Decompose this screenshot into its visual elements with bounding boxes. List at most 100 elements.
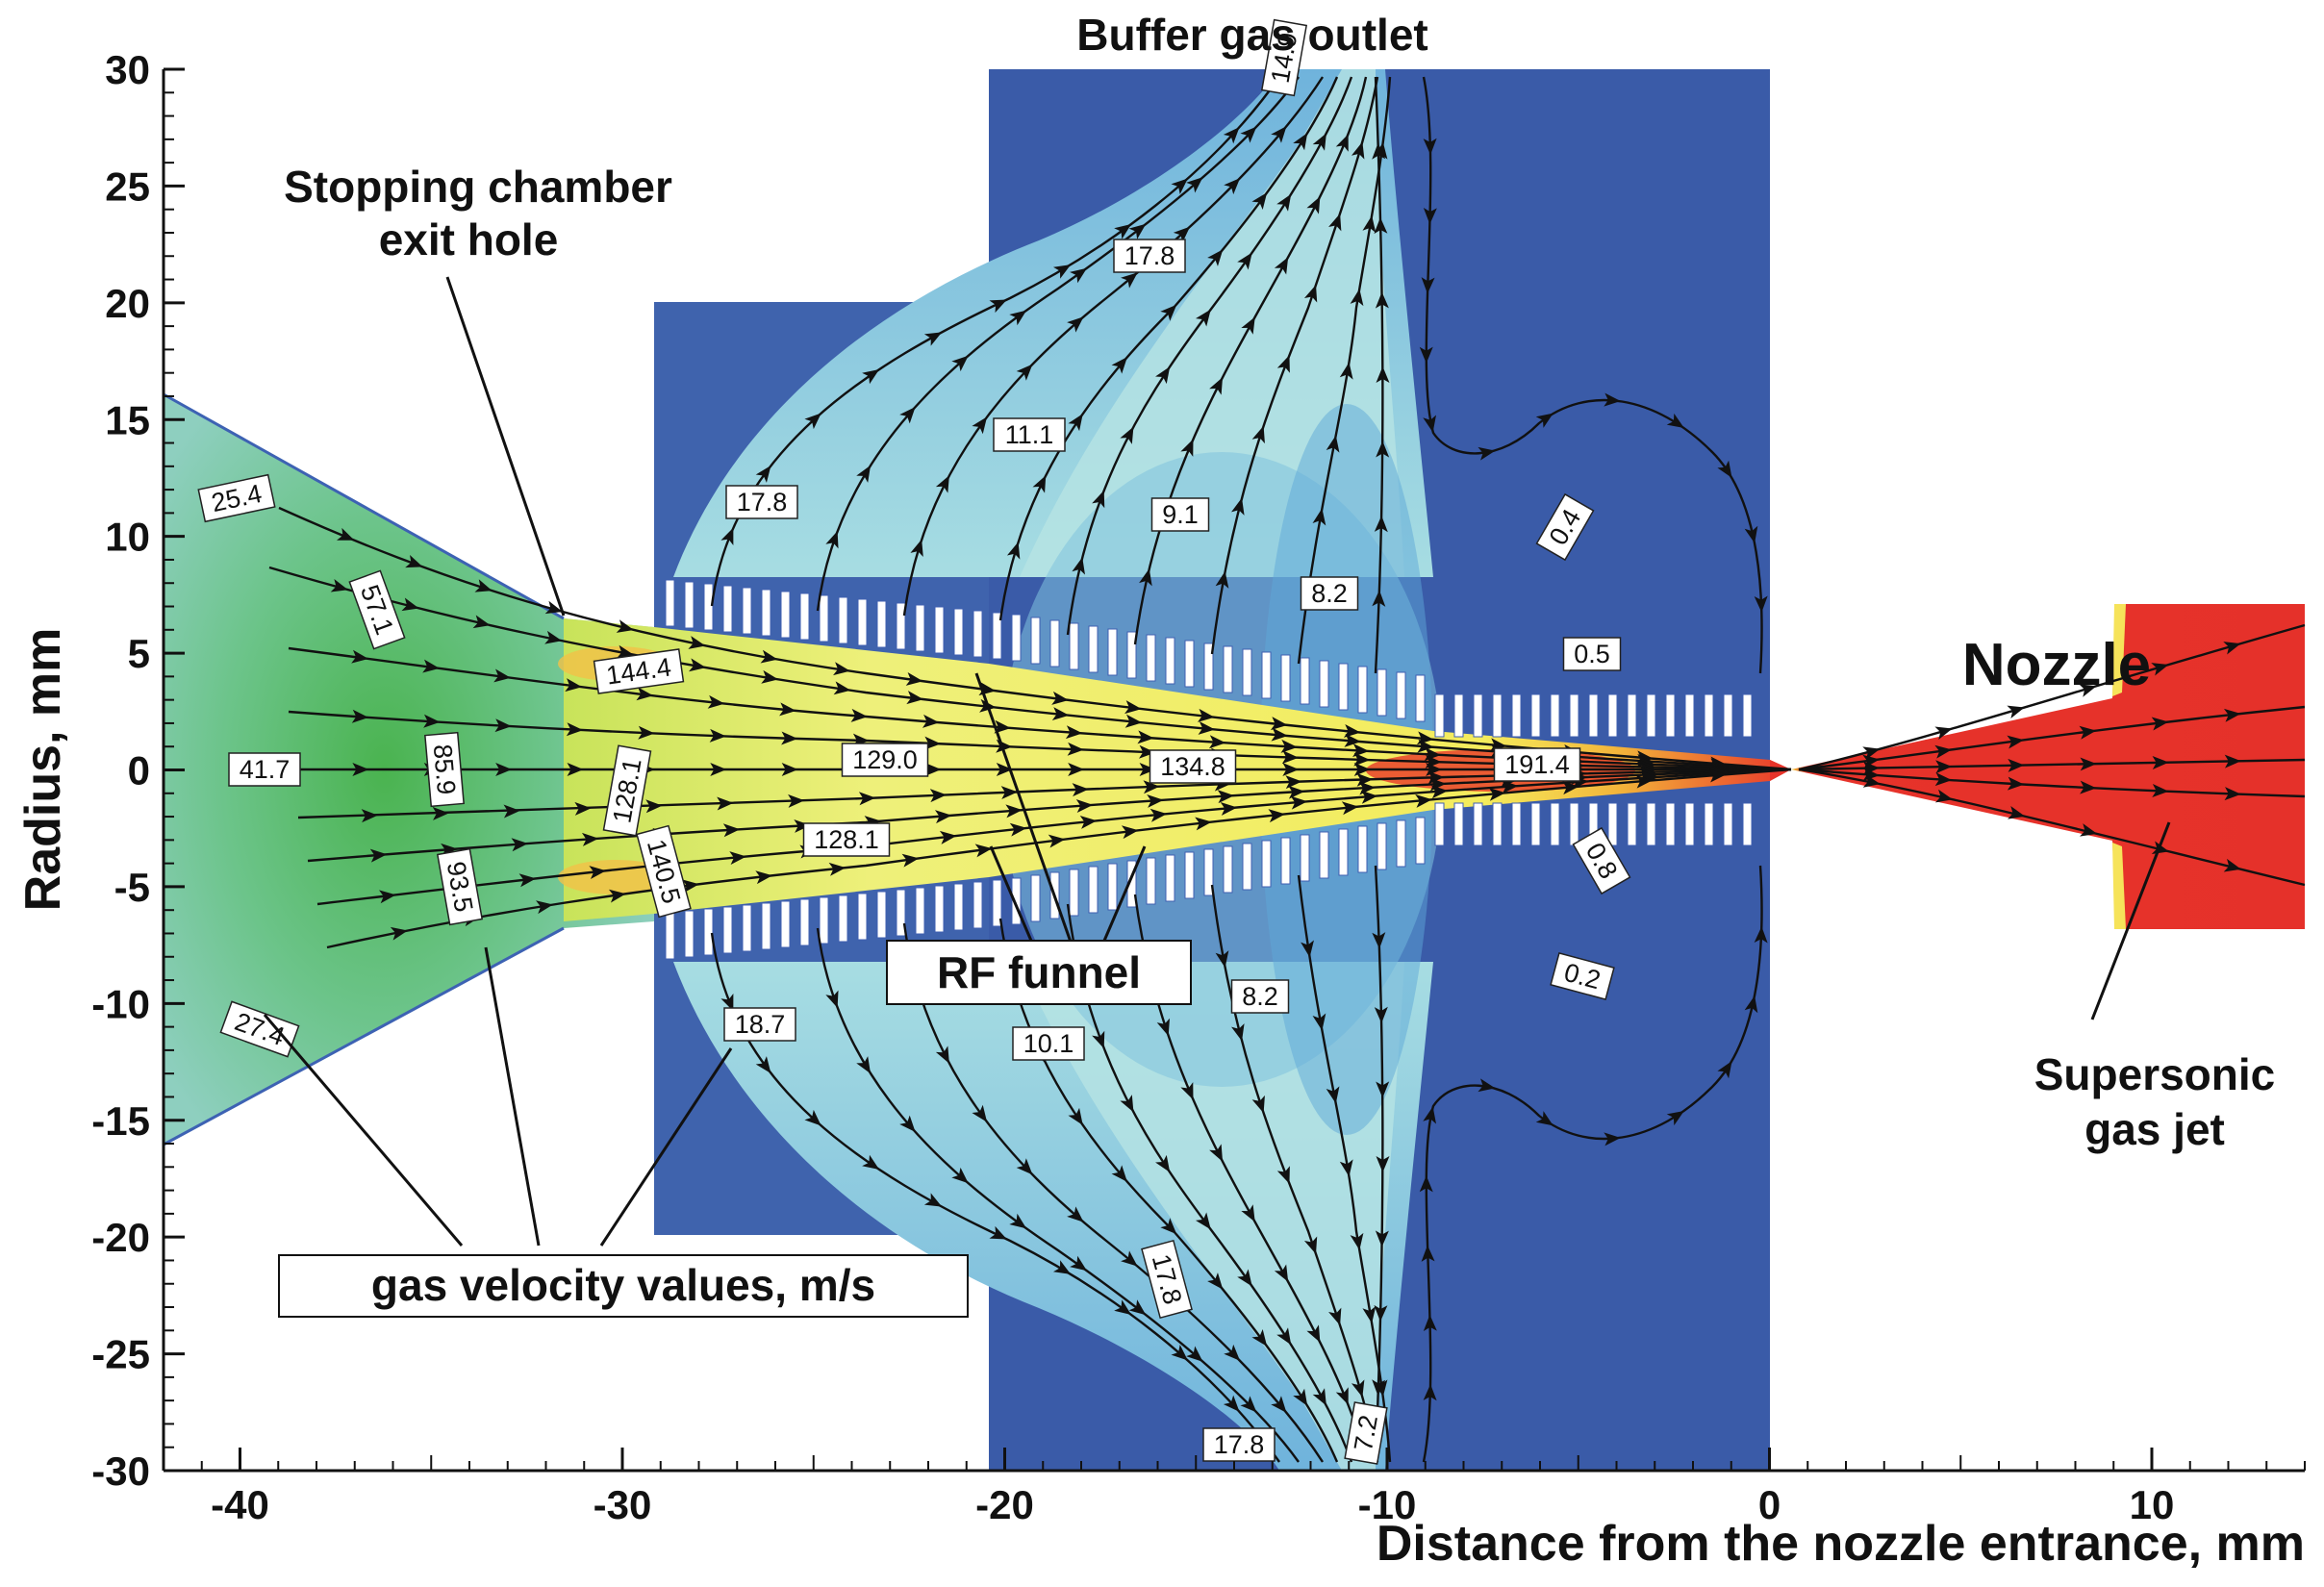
streamline-arrow: [755, 466, 771, 483]
streamline-arrow: [833, 681, 851, 695]
streamline-arrow: [1070, 1255, 1087, 1272]
streamline-arrow: [1282, 763, 1300, 776]
streamline-arrow: [1128, 223, 1147, 239]
streamline-arrow: [1666, 413, 1684, 429]
streamline-arrow: [1934, 726, 1953, 740]
streamline-arrow: [511, 838, 529, 852]
streamline-arrow: [1180, 1082, 1194, 1100]
streamline-arrow: [1360, 790, 1378, 804]
streamline-arrow: [1009, 1213, 1027, 1229]
streamline-arrow: [1009, 822, 1027, 837]
streamline-arrow: [1271, 126, 1287, 143]
streamline-arrow: [1290, 795, 1308, 810]
streamline-arrow: [1139, 568, 1152, 587]
rf-funnel-label-box: [886, 940, 1192, 1005]
streamline-arrow: [972, 416, 988, 435]
flow-field: [163, 69, 2305, 1471]
streamline-arrow: [1128, 1299, 1147, 1316]
streamline-arrow: [1147, 794, 1164, 808]
streamline-arrow: [1186, 177, 1203, 193]
streamline-arrow: [2008, 805, 2026, 819]
streamline-arrow: [1120, 1095, 1134, 1113]
rf-funnel-label: RF funnel: [937, 947, 1141, 997]
y-axis-title: Radius, mm: [15, 628, 71, 912]
streamline-arrow: [1121, 1250, 1138, 1267]
streamline-arrow: [1207, 249, 1224, 266]
velocity-label: 0.2: [1550, 952, 1615, 1000]
streamline-arrow: [1339, 1159, 1353, 1177]
streamline-arrow: [1281, 750, 1300, 765]
streamline-arrow: [567, 763, 584, 776]
streamline-arrow: [1070, 267, 1087, 284]
velocity-label: 8.2: [1230, 979, 1290, 1014]
streamline-arrow: [1423, 1314, 1437, 1332]
streamline-arrow: [1375, 291, 1389, 309]
streamline-arrow: [1306, 1324, 1321, 1343]
streamline-arrow: [1268, 809, 1286, 823]
streamline-arrow: [2007, 735, 2025, 749]
streamline-arrow: [390, 926, 408, 941]
streamline-arrow: [972, 1104, 988, 1122]
streamline-arrow: [1251, 1095, 1265, 1114]
velocity-label: 93.5: [436, 847, 484, 926]
streamline-arrow: [923, 1193, 943, 1207]
streamline-arrow: [1207, 1272, 1224, 1290]
x-tick-label: 10: [2130, 1482, 2175, 1527]
streamline-arrow: [638, 725, 655, 740]
streamline-arrow: [1350, 1232, 1364, 1250]
streamline-arrow: [565, 678, 583, 693]
streamline-arrow: [1339, 362, 1353, 380]
streamline-arrow: [905, 671, 923, 686]
streamline-arrow: [2079, 725, 2097, 740]
streamline-arrow: [856, 465, 872, 483]
streamline-arrow: [1173, 226, 1191, 243]
streamline-arrow: [1240, 1396, 1257, 1413]
streamline-arrow: [494, 718, 512, 733]
streamline-arrow: [2008, 758, 2025, 772]
streamline-arrow: [1935, 760, 1953, 774]
streamline-arrow: [1220, 801, 1238, 816]
streamline-arrow: [974, 844, 993, 858]
streamline-arrow: [330, 579, 348, 592]
streamline-arrow: [581, 832, 599, 846]
streamline-arrow: [432, 806, 449, 820]
velocity-label: 41.7: [228, 752, 301, 787]
streamline-arrow: [1231, 1023, 1245, 1042]
streamline-arrow: [939, 830, 957, 844]
streamline-arrows: [330, 126, 2241, 1413]
streamline-arrow: [1303, 1236, 1318, 1254]
streamline-arrow: [566, 722, 584, 737]
x-axis-title: Distance from the nozzle entrance, mm: [1377, 1516, 2305, 1572]
streamline-arrow: [1160, 304, 1177, 321]
streamline-arrow: [1666, 1110, 1684, 1126]
rf-funnel-electrodes-lower: [665, 802, 1753, 960]
streamline-arrow: [924, 763, 942, 776]
streamline-arrow: [1016, 364, 1033, 381]
streamline-arrow: [589, 866, 607, 880]
streamline-arrow: [1271, 727, 1288, 742]
streamline-arrow: [935, 475, 949, 493]
velocity-label: 18.7: [723, 1007, 796, 1042]
streamline-arrow: [1280, 739, 1298, 753]
x-tick-label: -20: [975, 1482, 1034, 1527]
streamline-arrow: [1251, 1329, 1268, 1347]
streamline-arrow: [862, 1154, 880, 1171]
streamline-arrow: [761, 669, 779, 684]
streamline-arrow: [1180, 439, 1194, 457]
streamline-arrow: [518, 873, 537, 888]
streamline-arrow: [2152, 756, 2169, 770]
velocity-label: 191.4: [1493, 747, 1581, 782]
streamline-arrow: [862, 368, 880, 385]
y-tick-label: -15: [91, 1098, 150, 1144]
streamline-arrow: [2223, 642, 2241, 655]
supersonic-label-2: gas jet: [2084, 1104, 2225, 1154]
streamline-arrow: [1120, 426, 1134, 444]
streamline-arrow: [493, 668, 511, 683]
streamline-arrow: [1376, 1081, 1390, 1098]
gas-velocity-label-box: [278, 1254, 969, 1318]
streamline-arrow: [1171, 178, 1188, 194]
y-tick-label: 10: [105, 515, 150, 560]
streamline-arrow: [423, 714, 441, 728]
